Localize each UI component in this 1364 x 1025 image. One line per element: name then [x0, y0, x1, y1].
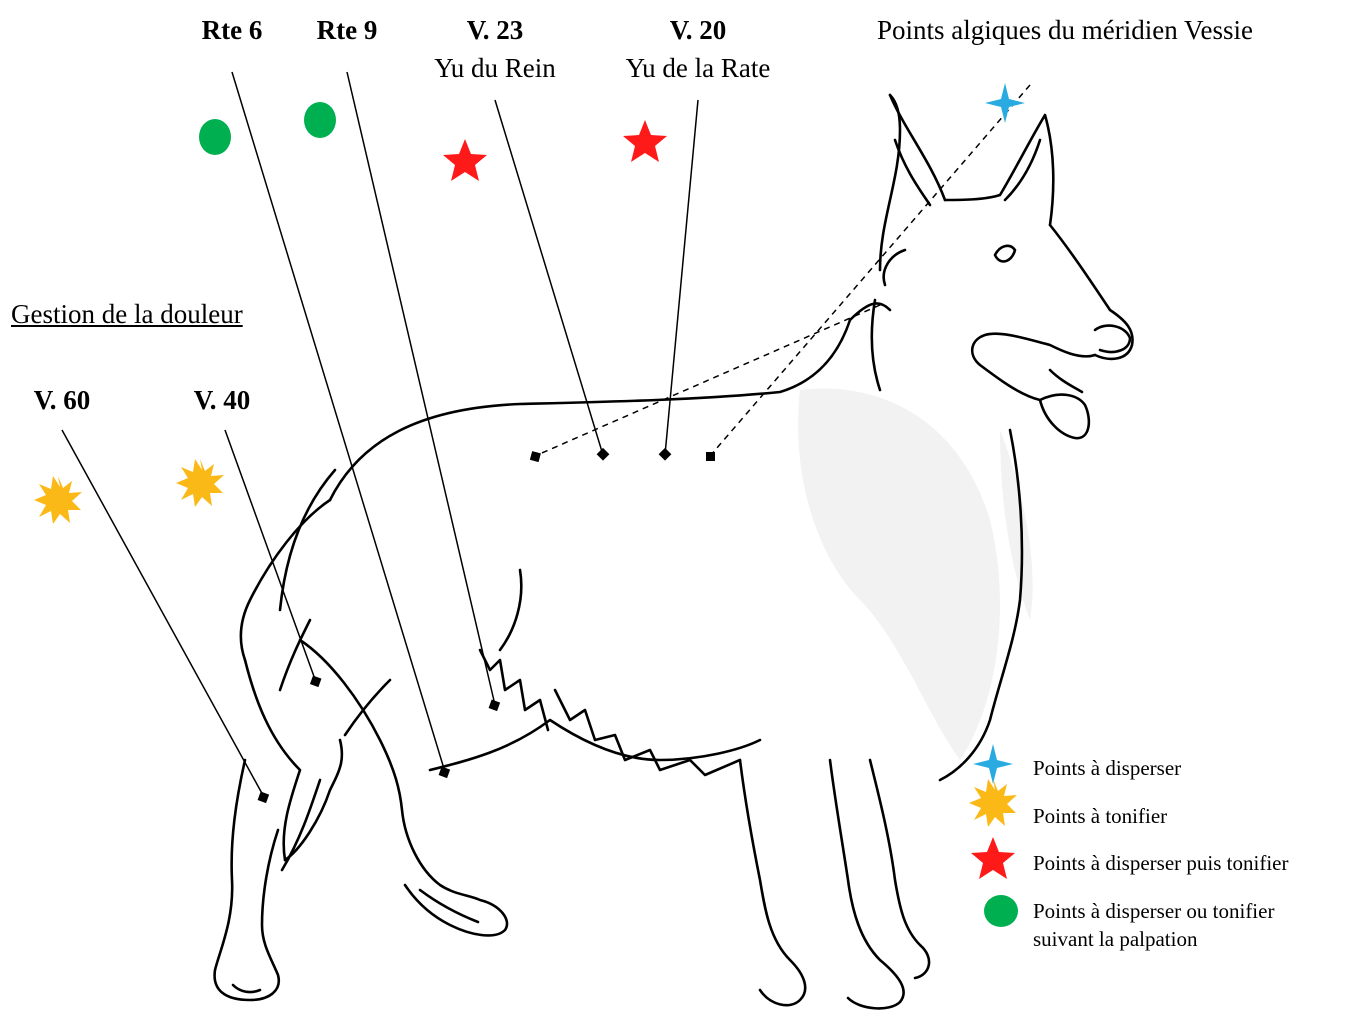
red-star-icon: [971, 837, 1015, 879]
page-title: Points algiques du méridien Vessie: [877, 15, 1253, 45]
yellow-burst-icon: [34, 476, 82, 524]
section-title-pain: Gestion de la douleur: [11, 299, 243, 329]
label-v23-sub: Yu du Rein: [434, 53, 556, 83]
label-v23: V. 23: [466, 15, 524, 45]
green-circle-icon: [199, 119, 231, 155]
point-marker: [596, 447, 610, 461]
leader-v20: [664, 99, 699, 456]
point-marker: [309, 675, 322, 688]
label-rte6: Rte 6: [201, 15, 263, 45]
point-marker: [529, 451, 541, 463]
label-v40: V. 40: [193, 385, 251, 415]
label-rte9: Rte 9: [316, 15, 378, 45]
legend-icons: [969, 744, 1018, 927]
legend-label-palpation-line2: suivant la palpation: [1033, 927, 1198, 951]
fur-shading: [798, 388, 1033, 760]
legend-label-disperse-then-tonify: Points à disperser puis tonifier: [1033, 851, 1289, 875]
point-marker: [257, 791, 270, 804]
vessie-dashed-lines: [534, 84, 1031, 457]
leader-lines: [61, 71, 699, 798]
point-marker: [488, 699, 501, 712]
legend-label-disperse: Points à disperser: [1033, 756, 1182, 780]
point-marker: [658, 447, 672, 461]
leader-v40: [224, 429, 317, 683]
leader-v60: [61, 429, 265, 798]
red-star-icon: [623, 120, 667, 162]
label-v60: V. 60: [33, 385, 91, 415]
green-circle-icon: [304, 102, 336, 138]
blue-four-point-star-icon: [985, 83, 1025, 123]
green-circle-icon: [984, 895, 1018, 927]
point-marker: [706, 452, 715, 461]
dog-outline: [213, 93, 1134, 1010]
leader-rte6: [231, 71, 446, 773]
legend-label-tonify: Points à tonifier: [1033, 804, 1168, 828]
point-marker: [438, 766, 451, 779]
leader-rte9: [346, 71, 496, 706]
yellow-burst-icon: [969, 779, 1017, 827]
label-v20: V. 20: [669, 15, 727, 45]
yellow-burst-icon: [176, 459, 224, 507]
blue-four-point-star-icon: [973, 744, 1013, 784]
red-star-icon: [443, 139, 487, 181]
legend-label-palpation: Points à disperser ou tonifier: [1033, 899, 1275, 923]
label-v20-sub: Yu de la Rate: [625, 53, 771, 83]
leader-v23: [494, 99, 604, 456]
